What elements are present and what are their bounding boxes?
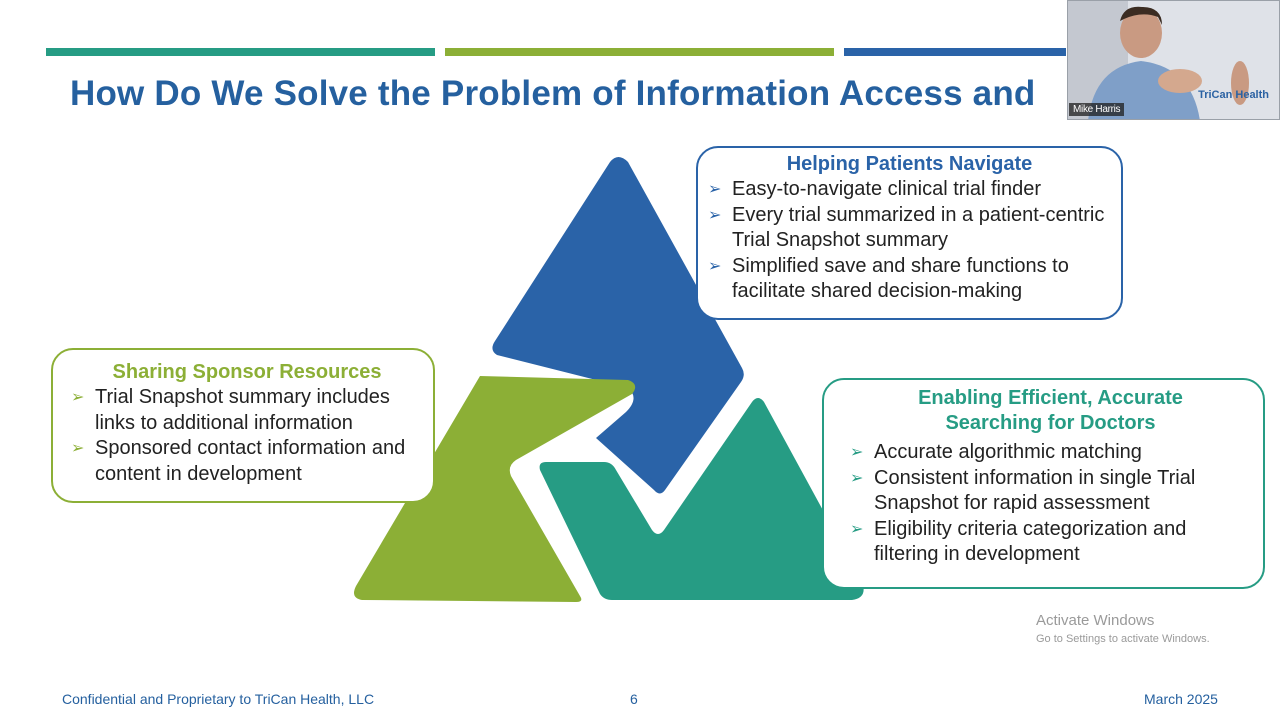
blue-arrow-shape <box>492 157 744 494</box>
arrow-bullet-icon: ➢ <box>850 469 864 487</box>
speaker-video-icon <box>1068 1 1279 119</box>
sponsor-resources-box: Sharing Sponsor Resources ➢ Trial Snapsho… <box>51 348 435 503</box>
footer-page-number: 6 <box>630 691 638 707</box>
list-item-text: Simplified save and share functions to f… <box>732 254 1069 303</box>
list-item: ➢ Consistent information in single Trial … <box>848 466 1253 517</box>
sponsors-box-title: Sharing Sponsor Resources <box>112 361 382 383</box>
activate-windows-watermark: Activate Windows Go to Settings to activ… <box>1036 611 1210 647</box>
list-item-text: Easy-to-navigate clinical trial finder <box>732 178 1042 200</box>
webcam-video-tile[interactable]: TriCan Health Mike Harris <box>1067 0 1280 120</box>
list-item: ➢ Easy-to-navigate clinical trial finder <box>706 177 1113 203</box>
accent-bar-blue <box>844 48 1066 56</box>
arrow-bullet-icon: ➢ <box>850 444 864 461</box>
list-item: ➢ Sponsored contact information and conte… <box>69 436 425 487</box>
doctors-searching-box: Enabling Efficient, Accurate Searching f… <box>822 378 1265 589</box>
patients-box-title: Helping Patients Navigate <box>786 153 1033 175</box>
list-item: ➢ Every trial summarized in a patient-cen… <box>706 203 1113 254</box>
arrow-bullet-icon: ➢ <box>708 206 722 224</box>
slide-title: How Do We Solve the Problem of Informati… <box>70 74 1036 113</box>
list-item: ➢ Eligibility criteria categorization and… <box>848 517 1253 568</box>
footer-confidential: Confidential and Proprietary to TriCan H… <box>62 691 375 707</box>
arrow-bullet-icon: ➢ <box>708 257 722 275</box>
list-item: ➢ Simplified save and share functions to … <box>706 254 1113 305</box>
watermark-line-2: Go to Settings to activate Windows. <box>1036 633 1210 645</box>
list-item-text: Eligibility criteria categorization and … <box>874 517 1187 566</box>
arrow-bullet-icon: ➢ <box>71 440 85 457</box>
doctors-bullet-list: ➢ Accurate algorithmic matching ➢ Consiste… <box>848 440 1253 568</box>
list-item-text: Accurate algorithmic matching <box>874 441 1142 463</box>
arrow-bullet-icon: ➢ <box>708 181 722 198</box>
sponsors-bullet-list: ➢ Trial Snapshot summary includes links t… <box>69 385 425 487</box>
accent-bar-green <box>445 48 834 56</box>
list-item: ➢ Trial Snapshot summary includes links t… <box>69 385 425 436</box>
accent-bar-teal <box>46 48 435 56</box>
patients-navigate-box: Helping Patients Navigate ➢ Easy-to-navig… <box>696 146 1123 320</box>
list-item-text: Trial Snapshot summary includes links to… <box>95 386 390 434</box>
list-item: ➢ Accurate algorithmic matching <box>848 440 1253 466</box>
webcam-logo-fragment: TriCan Health <box>1198 89 1269 101</box>
list-item-text: Every trial summarized in a patient-cent… <box>732 203 1105 252</box>
list-item-text: Sponsored contact information and conten… <box>95 437 406 485</box>
doctors-box-title: Enabling Efficient, Accurate Searching f… <box>918 387 1183 434</box>
arrow-bullet-icon: ➢ <box>71 389 85 406</box>
patients-bullet-list: ➢Easy-to-navigate clinical trial finder … <box>706 177 1113 305</box>
participant-name-label: Mike Harris <box>1069 103 1125 116</box>
watermark-line-1: Activate Windows <box>1036 612 1155 629</box>
green-arrow-shape <box>354 376 636 602</box>
footer-date: March 2025 <box>1144 691 1218 707</box>
list-item-text: Consistent information in single Trial S… <box>874 466 1196 515</box>
arrow-bullet-icon: ➢ <box>850 520 864 538</box>
teal-arrow-shape <box>539 398 864 600</box>
